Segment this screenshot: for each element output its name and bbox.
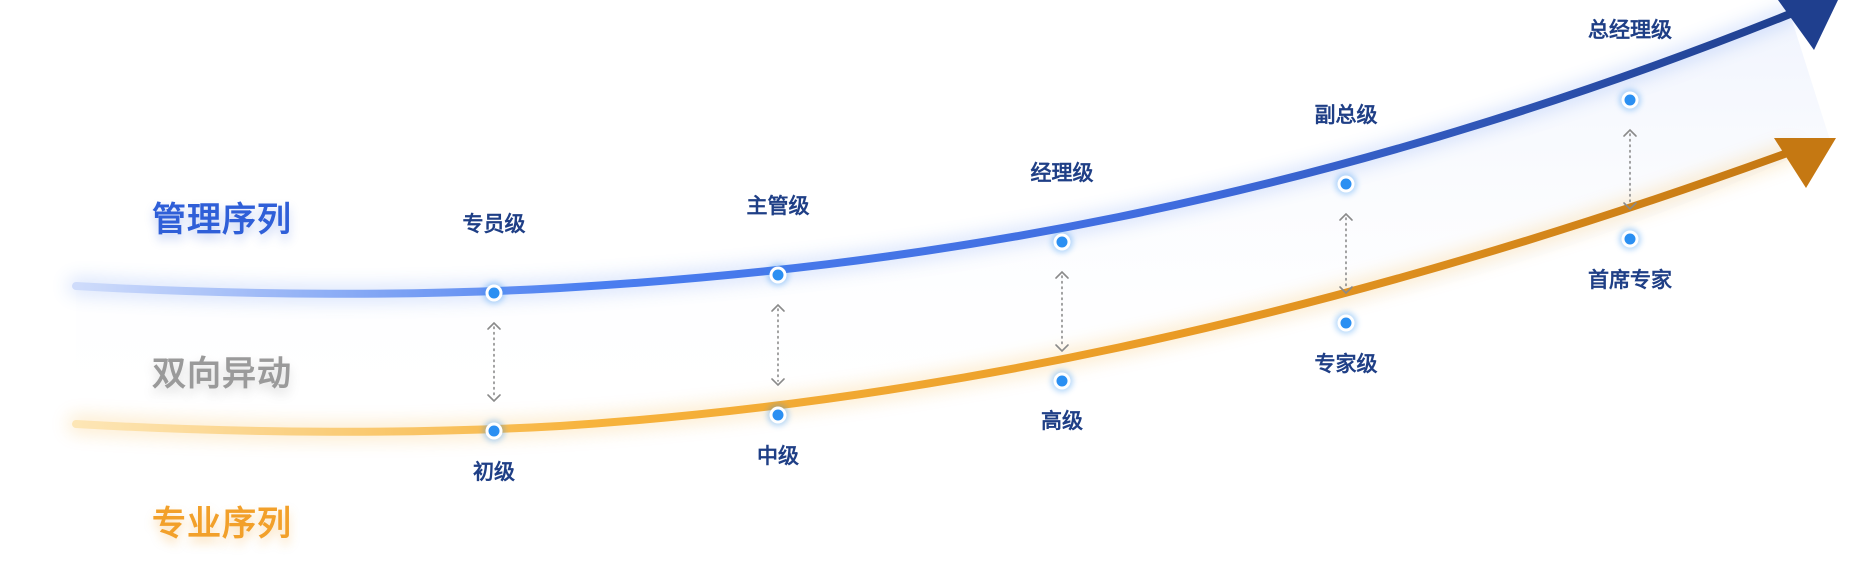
mgmt-curve [72,10,1794,298]
prof-node [1621,230,1639,248]
up-arrow-icon [771,303,785,312]
prof-level-label: 初级 [473,460,515,484]
mgmt-node [1053,233,1071,251]
prof-level-label: 高级 [1041,409,1083,433]
management-sequence-label: 管理序列 [152,200,292,240]
prof-arrowhead [1774,138,1836,188]
mgmt-level-label: 主管级 [747,194,810,218]
mgmt-level-label: 经理级 [1031,161,1094,185]
mgmt-nodes [483,89,1641,304]
down-arrow-icon [1339,286,1353,295]
up-arrow-icon [487,321,501,330]
prof-node [1337,314,1355,332]
down-arrow-icon [1623,202,1637,211]
mgmt-node [1621,91,1639,109]
professional-sequence-label: 专业序列 [152,504,292,544]
down-arrow-icon [487,394,501,403]
up-arrow-icon [1055,270,1069,279]
prof-node [1053,372,1071,390]
up-arrow-icon [1623,128,1637,137]
prof-curve [72,148,1794,436]
prof-nodes [483,228,1641,442]
mobility-arrows [487,128,1637,403]
prof-level-label: 专家级 [1315,352,1378,376]
mgmt-level-label: 专员级 [463,212,526,236]
prof-node [485,422,503,440]
mgmt-node [485,284,503,302]
mgmt-level-label: 副总级 [1315,103,1378,127]
down-arrow-icon [1055,344,1069,353]
prof-level-label: 中级 [757,444,799,468]
mobility-band [76,14,1830,428]
mgmt-level-label: 总经理级 [1588,18,1672,42]
mgmt-node [1337,175,1355,193]
prof-level-label: 首席专家 [1588,268,1673,292]
bidirectional-mobility-label: 双向异动 [152,354,292,394]
mgmt-node [769,266,787,284]
up-arrow-icon [1339,212,1353,221]
prof-node [769,406,787,424]
down-arrow-icon [771,378,785,387]
mgmt-arrowhead [1778,0,1838,50]
